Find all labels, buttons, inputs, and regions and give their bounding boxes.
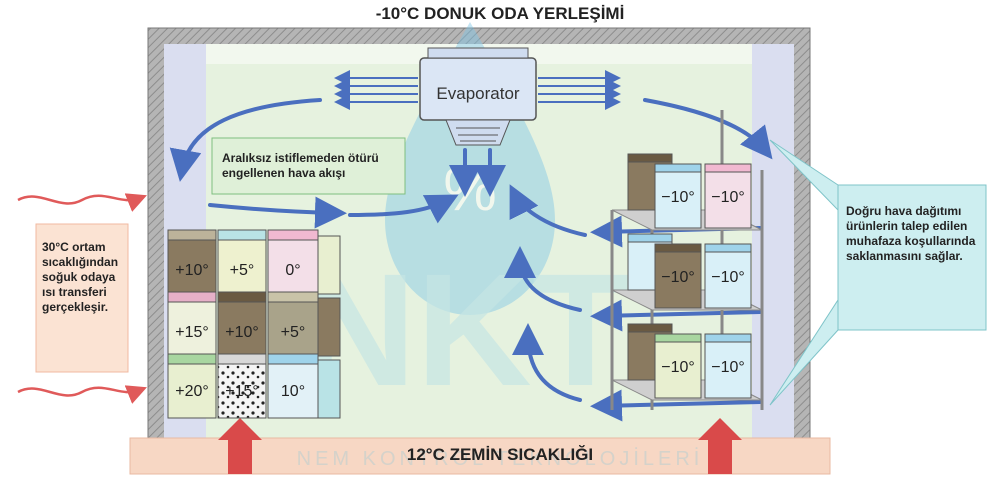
shelf-jar-label: −10°	[661, 359, 695, 376]
left-jar-stack	[167, 229, 341, 419]
distribution-callout	[769, 139, 987, 406]
heat-transfer-note: 30°C ortam sıcaklığından soğuk odaya ısı…	[42, 240, 119, 314]
shelf-jar-label: −10°	[711, 269, 745, 286]
heat-note-box	[35, 223, 129, 373]
shelf-jar-label: −10°	[711, 189, 745, 206]
heat-transfer-arrows	[17, 193, 147, 404]
evaporator-discharge-arrows	[334, 70, 621, 110]
blocked-airflow-box	[211, 137, 406, 195]
jar-label: +5°	[280, 324, 306, 341]
shelf-jars	[627, 153, 752, 399]
evaporator-unit	[419, 47, 537, 146]
evaporator-label: Evaporator	[436, 84, 520, 103]
svg-text:NKT: NKT	[301, 240, 630, 419]
air-distribution-note: Doğru hava dağıtımı ürünlerin talep edil…	[846, 204, 976, 263]
shelf-jar-label: −10°	[711, 359, 745, 376]
jar-label: +5°	[229, 262, 255, 279]
jar-label: +15°	[225, 383, 259, 400]
jar-label: +10°	[175, 262, 209, 279]
jar-label: 0°	[285, 262, 301, 279]
jar-label: 10°	[280, 383, 306, 400]
shelf-jar-label: −10°	[661, 189, 695, 206]
watermark-text: NEM KONTROL TEKNOLOJİLERİ	[296, 448, 704, 470]
blocked-airflow-note: Aralıksız istiflemeden ötürü engellenen …	[222, 151, 379, 180]
floor-band	[129, 418, 831, 475]
jar-label: +15°	[175, 324, 209, 341]
jar-label: +10°	[225, 324, 259, 341]
floor-temperature-label: 12°C ZEMİN SICAKLIĞI	[406, 445, 594, 464]
jar-label: +20°	[175, 383, 209, 400]
diagram-title: -10°C DONUK ODA YERLEŞİMİ	[375, 4, 625, 23]
shelf-jar-label: −10°	[661, 269, 695, 286]
